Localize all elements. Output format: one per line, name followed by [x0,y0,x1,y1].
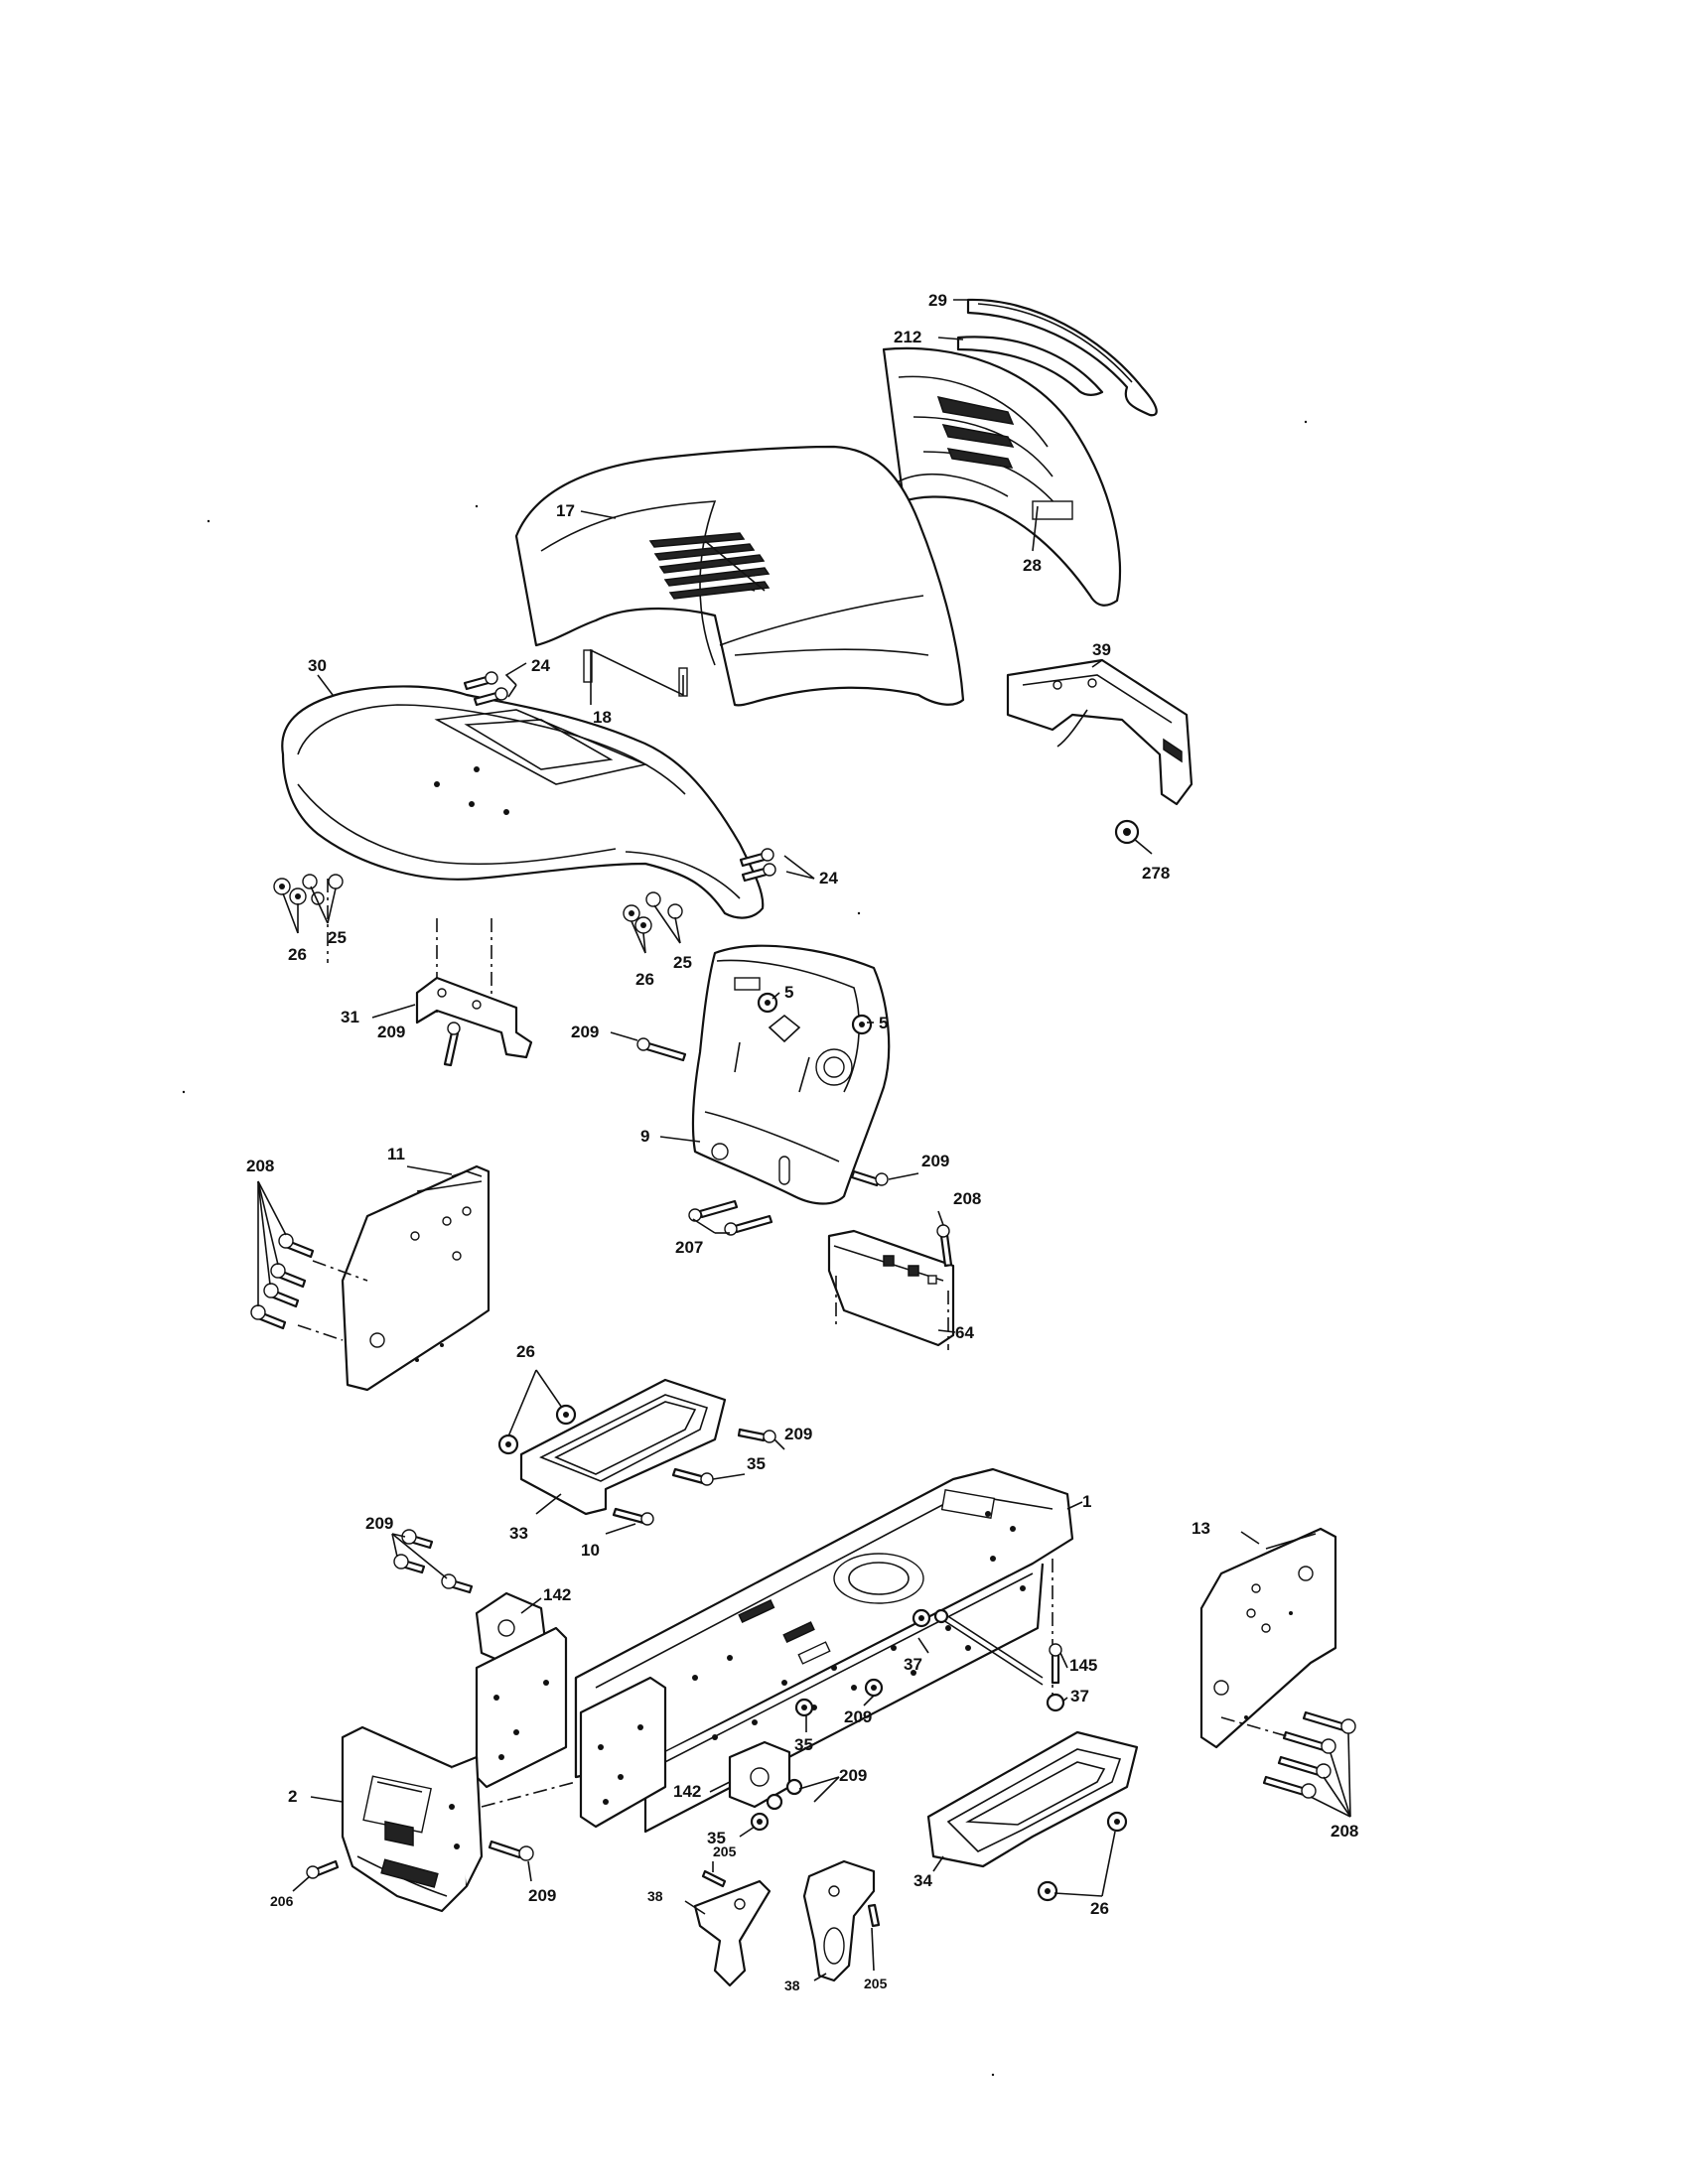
callout-5-b: 5 [879,1014,888,1032]
callout-17: 17 [556,501,575,520]
callout-142-a: 142 [543,1585,571,1604]
callout-24-lower: 24 [819,869,838,887]
part-38-pedal-right [802,1859,881,1982]
callout-9: 9 [640,1127,649,1146]
scan-specks [182,420,1308,2077]
callout-30: 30 [308,656,327,675]
part-17-hood [514,445,965,707]
callout-209-c: 209 [921,1152,949,1170]
callout-18: 18 [593,708,612,727]
callout-145: 145 [1069,1656,1097,1675]
callout-208-b: 208 [246,1157,274,1175]
callout-209-b: 209 [571,1023,599,1041]
callout-31: 31 [341,1008,359,1026]
callout-1: 1 [1082,1492,1091,1511]
callout-26-c: 26 [516,1342,535,1361]
part-208-bolts-left [250,1233,368,1341]
part-9-dash-panel [691,944,891,1205]
callout-39: 39 [1092,640,1111,659]
part-278-screw [1114,819,1140,845]
callout-26-right: 26 [635,970,654,989]
callout-2: 2 [288,1787,297,1806]
callout-25-right: 25 [673,953,692,972]
part-33-footrest-left [519,1378,727,1516]
part-39-hood-bracket [1006,658,1193,806]
part-24-bolts-upper [463,671,508,707]
part-208-bolts-right [1220,1710,1356,1799]
part-24-bolts-lower [739,848,776,883]
callout-13: 13 [1192,1519,1210,1538]
part-13-side-panel-right [1199,1527,1337,1749]
frame-holes [692,1511,1026,1740]
callout-38-b: 38 [784,1978,800,1993]
callout-208-c: 208 [1331,1822,1358,1841]
part-209-bolts-upper-left [393,1529,474,1594]
callout-209-h: 209 [528,1886,556,1905]
callout-25-left: 25 [328,928,347,947]
callout-38-a: 38 [647,1888,663,1904]
part-142-bracket-upper [475,1591,568,1789]
part-206-209-screws-front-plate [306,1840,534,1879]
callout-26-left: 26 [288,945,307,964]
callout-11: 11 [387,1145,405,1163]
callout-142-b: 142 [673,1782,701,1801]
callout-209-e: 209 [365,1514,393,1533]
callout-64: 64 [955,1323,974,1342]
callout-37-a: 37 [904,1655,922,1674]
callout-205-a: 205 [713,1843,737,1859]
part-142-bracket-lower [579,1676,791,1829]
part-29-grille-strip [966,298,1158,417]
callout-208-a: 208 [953,1189,981,1208]
callout-35-b: 35 [794,1735,813,1754]
part-35-209-hardware-lower [750,1608,931,1832]
part-64-bracket [827,1224,955,1350]
callout-26-d: 26 [1090,1899,1109,1918]
part-5-knobs [757,992,873,1035]
callout-207: 207 [675,1238,703,1257]
callout-37-b: 37 [1070,1687,1089,1706]
callout-209-f: 209 [844,1707,872,1726]
callout-209-a: 209 [377,1023,405,1041]
part-212-grille-insert [956,336,1104,396]
callout-209-g: 209 [839,1766,867,1785]
part-11-side-panel [341,1164,491,1392]
callout-28: 28 [1023,556,1042,575]
part-28-front-grille [882,346,1122,607]
callout-212: 212 [894,328,921,346]
leader-lines [257,299,1351,1981]
callout-209-d: 209 [784,1425,812,1443]
callout-278: 278 [1142,864,1170,883]
part-38-pedal-left [693,1869,772,1987]
callout-labels: 29 212 17 28 39 18 30 24 24 278 25 26 25… [246,291,1358,1993]
callout-33: 33 [509,1524,528,1543]
callout-34: 34 [913,1871,932,1890]
part-145-rod [933,1608,1065,1712]
part-31-bracket [415,976,533,1067]
callout-206: 206 [270,1893,294,1909]
part-209-207-screws-dash [636,1037,889,1236]
callout-35-a: 35 [747,1454,766,1473]
hood-louvers [648,532,771,600]
callout-35-c: 35 [707,1829,726,1847]
callout-205-b: 205 [864,1976,888,1991]
callout-29: 29 [928,291,947,310]
part-25-26-washers-nuts-left [273,874,344,905]
part-26-35-209-10-hardware-footrest [497,1404,776,1526]
callout-24-upper: 24 [531,656,550,675]
callout-10: 10 [581,1541,600,1560]
callout-5-a: 5 [784,983,793,1002]
part-25-26-washers-nuts-right [623,891,683,934]
part-30-body-pan [281,685,765,1013]
part-2-front-plate [341,1725,577,1913]
